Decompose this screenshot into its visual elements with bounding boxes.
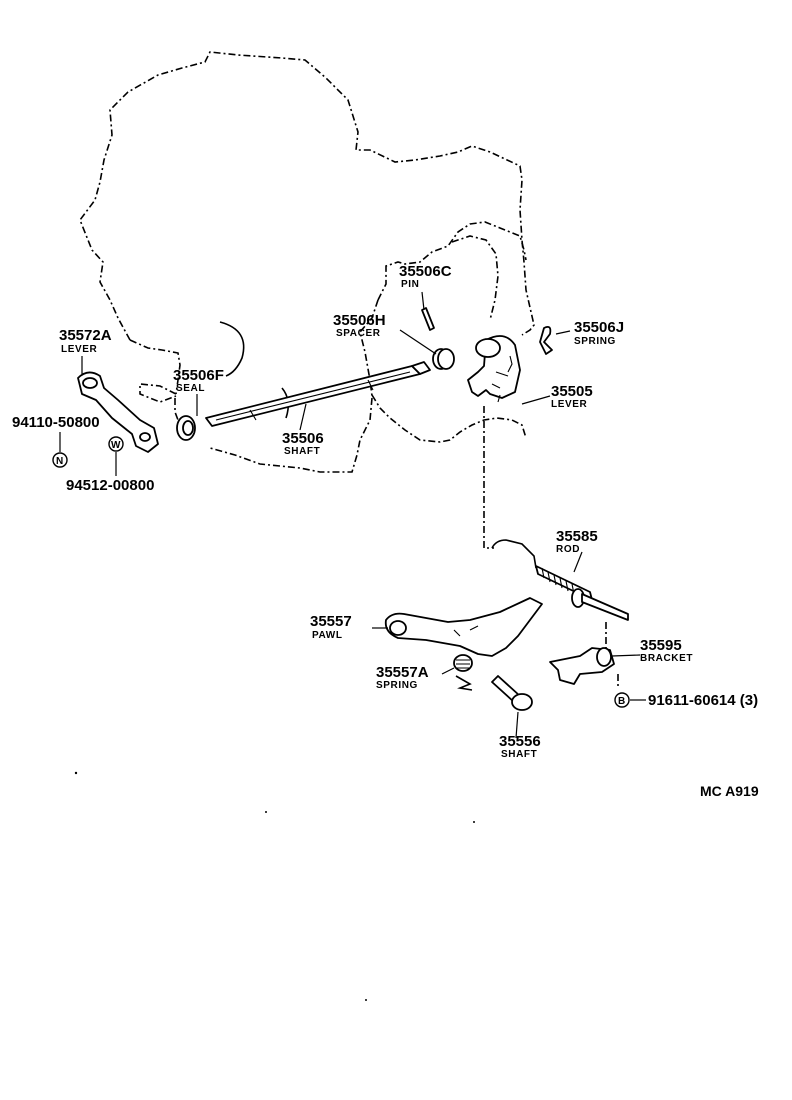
part-name-35506h: SPACER <box>336 328 381 339</box>
part-number-35556: 35556 <box>499 733 541 750</box>
part-number-35505: 35505 <box>551 383 593 400</box>
part-number-35557a: 35557A <box>376 664 429 681</box>
transmission-housing-outline <box>79 51 535 341</box>
part-name-35572a: LEVER <box>61 344 98 355</box>
leader-lines <box>59 291 646 739</box>
spacer-35506h-shape <box>432 348 455 370</box>
svg-text:N: N <box>56 456 63 467</box>
lever-rod-connection-line <box>483 406 494 549</box>
part-name-35506c: PIN <box>401 279 420 290</box>
part-number-35506: 35506 <box>282 430 324 447</box>
part-number-35572a: 35572A <box>59 327 112 344</box>
pin-35506c-shape <box>421 307 435 331</box>
housing-lower-contour <box>371 394 527 443</box>
pawl-35557-shape <box>384 597 543 657</box>
part-number-35506f: 35506F <box>173 367 224 384</box>
seal-boss-outline <box>139 383 177 403</box>
part-name-35506f: SEAL <box>176 383 206 394</box>
housing-inner-contour <box>377 221 527 301</box>
part-number-35585: 35585 <box>556 528 598 545</box>
spring-35506j-shape <box>539 325 553 355</box>
housing-left-contour <box>129 339 181 395</box>
part-number-35557: 35557 <box>310 613 352 630</box>
housing-mid-contour <box>359 299 379 397</box>
reference-arc-left <box>219 321 245 377</box>
fastener-number-94512-00800: 94512-00800 <box>66 477 155 494</box>
part-name-35557: PAWL <box>312 630 343 641</box>
part-number-35506j: 35506J <box>574 319 625 336</box>
part-number-35506h: 35506H <box>333 312 386 329</box>
part-name-35506: SHAFT <box>284 446 321 457</box>
shaft-35556-shape <box>491 675 533 711</box>
housing-left-edge-2 <box>174 398 179 421</box>
part-name-35556: SHAFT <box>501 749 538 760</box>
part-name-35595: BRACKET <box>640 653 694 664</box>
diagram-code: MC A919 <box>700 783 759 799</box>
bracket-bolt-line <box>605 622 619 688</box>
part-name-35585: ROD <box>556 544 581 555</box>
svg-text:W: W <box>111 440 121 451</box>
svg-text:B: B <box>618 696 625 707</box>
bolt-symbol-icon: B <box>614 692 630 708</box>
fastener-number-91611-60614: 91611-60614 (3) <box>648 692 759 709</box>
part-name-35557a: SPRING <box>376 680 418 691</box>
scan-specks <box>74 771 475 1001</box>
nut-symbol-icon: N <box>52 452 68 468</box>
spring-35557a-shape <box>453 654 473 691</box>
bracket-35595-shape <box>549 647 615 685</box>
part-number-35506c: 35506C <box>399 263 452 280</box>
lever-35505-shape <box>467 335 521 403</box>
part-name-35506j: SPRING <box>574 336 616 347</box>
rod-35585-shape <box>491 539 629 621</box>
shaft-35506-shape <box>205 361 431 427</box>
part-name-35505: LEVER <box>551 399 588 410</box>
lever-35572a-shape <box>77 371 159 453</box>
housing-side-contour <box>209 397 373 473</box>
part-number-35595: 35595 <box>640 637 682 654</box>
housing-bell-contour <box>451 235 499 321</box>
seal-35506f-shape <box>176 415 196 441</box>
washer-symbol-icon: W <box>108 436 124 452</box>
fastener-number-94110-50800: 94110-50800 <box>12 414 100 431</box>
